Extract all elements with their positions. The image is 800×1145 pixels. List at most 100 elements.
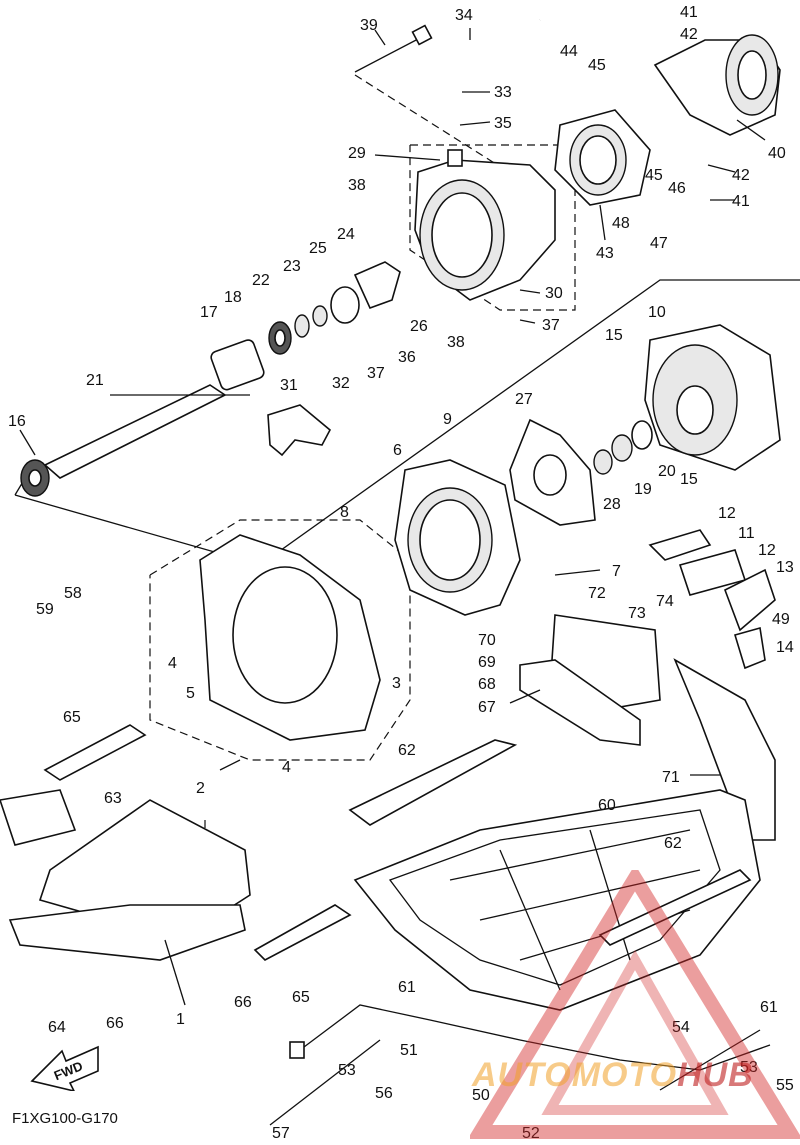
callout-28: 28	[603, 496, 621, 513]
callout-38: 38	[348, 177, 366, 194]
callout-1: 1	[176, 1011, 185, 1028]
pump-housing-29	[414, 149, 556, 301]
callout-67: 67	[478, 699, 496, 716]
callout-58: 58	[64, 585, 82, 602]
rings-19-20-28	[593, 420, 653, 475]
bracket-11-13	[648, 529, 776, 670]
pump-housing-6	[394, 459, 521, 616]
plates-67-71-72	[519, 614, 776, 841]
callout-20: 20	[658, 463, 676, 480]
callout-13: 13	[776, 559, 794, 576]
nozzle-43	[554, 109, 651, 206]
callout-14: 14	[776, 639, 794, 656]
callout-12: 12	[758, 542, 776, 559]
callout-32: 32	[332, 375, 350, 392]
callout-63: 63	[104, 790, 122, 807]
callout-7: 7	[612, 563, 621, 580]
callout-30: 30	[545, 285, 563, 302]
callout-3: 3	[392, 675, 401, 692]
callout-65: 65	[63, 709, 81, 726]
callout-59: 59	[36, 601, 54, 618]
callout-40: 40	[768, 145, 786, 162]
callout-5: 5	[186, 685, 195, 702]
callout-66: 66	[106, 1015, 124, 1032]
callout-22: 22	[252, 272, 270, 289]
callout-57: 57	[272, 1125, 290, 1142]
callout-12: 12	[718, 505, 736, 522]
callout-6: 6	[393, 442, 402, 459]
callout-41: 41	[680, 4, 698, 21]
stay-31	[267, 404, 332, 457]
callout-35: 35	[494, 115, 512, 132]
callout-31: 31	[280, 377, 298, 394]
callout-50: 50	[472, 1087, 490, 1104]
callout-29: 29	[348, 145, 366, 162]
callout-11: 11	[738, 525, 755, 542]
callout-45: 45	[645, 167, 663, 184]
callout-45: 45	[588, 57, 606, 74]
impeller-27	[509, 418, 596, 526]
callout-42: 42	[680, 26, 698, 43]
callout-44: 44	[560, 43, 578, 60]
watermark-text: AUTOMOTOHUB	[472, 1056, 754, 1094]
cables-50-54-57	[269, 1004, 771, 1126]
shaft-bearings	[20, 261, 401, 497]
callout-41: 41	[732, 193, 750, 210]
callout-71: 71	[662, 769, 680, 786]
callout-38: 38	[447, 334, 465, 351]
bolt-39	[354, 24, 433, 73]
callout-15: 15	[605, 327, 623, 344]
callout-61: 61	[398, 979, 416, 996]
callout-36: 36	[398, 349, 416, 366]
callout-62: 62	[664, 835, 682, 852]
callout-21: 21	[86, 372, 104, 389]
callout-42: 42	[732, 167, 750, 184]
callout-10: 10	[648, 304, 666, 321]
leader-lines	[19, 28, 766, 1006]
callout-labels: 1 2 3 4 4 5 6 7 8 9 10 11 12 12 13 14 15…	[8, 4, 794, 1142]
callout-19: 19	[634, 481, 652, 498]
callout-61: 61	[760, 999, 778, 1016]
callout-46: 46	[668, 180, 686, 197]
callout-27: 27	[515, 391, 533, 408]
duct-10	[644, 324, 781, 471]
callout-23: 23	[283, 258, 301, 275]
drive-shaft-21	[43, 384, 227, 479]
callout-4: 4	[282, 759, 291, 776]
callout-56: 56	[375, 1085, 393, 1102]
callout-70: 70	[478, 632, 496, 649]
callout-52: 52	[522, 1125, 540, 1142]
callout-37: 37	[542, 317, 560, 334]
callout-16: 16	[8, 413, 26, 430]
callout-72: 72	[588, 585, 606, 602]
callout-48: 48	[612, 215, 630, 232]
callout-25: 25	[309, 240, 327, 257]
callout-53: 53	[740, 1059, 758, 1076]
callout-24: 24	[337, 226, 355, 243]
callout-51: 51	[400, 1042, 418, 1059]
callout-4: 4	[168, 655, 177, 672]
callout-68: 68	[478, 676, 496, 693]
callout-64: 64	[48, 1019, 66, 1036]
callout-47: 47	[650, 235, 668, 252]
callout-74: 74	[656, 593, 674, 610]
callout-34: 34	[455, 7, 473, 24]
callout-26: 26	[410, 318, 428, 335]
callout-33: 33	[494, 84, 512, 101]
callout-18: 18	[224, 289, 242, 306]
callout-39: 39	[360, 17, 378, 34]
figure-code: F1XG100-G170	[12, 1110, 118, 1127]
callout-65: 65	[292, 989, 310, 1006]
callout-66: 66	[234, 994, 252, 1011]
callout-60: 60	[598, 797, 616, 814]
mount-plate-2	[199, 534, 381, 741]
hose-33-34	[447, 17, 542, 120]
callout-54: 54	[672, 1019, 690, 1036]
callout-55: 55	[776, 1077, 794, 1094]
callout-15: 15	[680, 471, 698, 488]
callout-62: 62	[398, 742, 416, 759]
callout-69: 69	[478, 654, 496, 671]
callout-53: 53	[338, 1062, 356, 1079]
rails-62-65	[43, 724, 752, 961]
